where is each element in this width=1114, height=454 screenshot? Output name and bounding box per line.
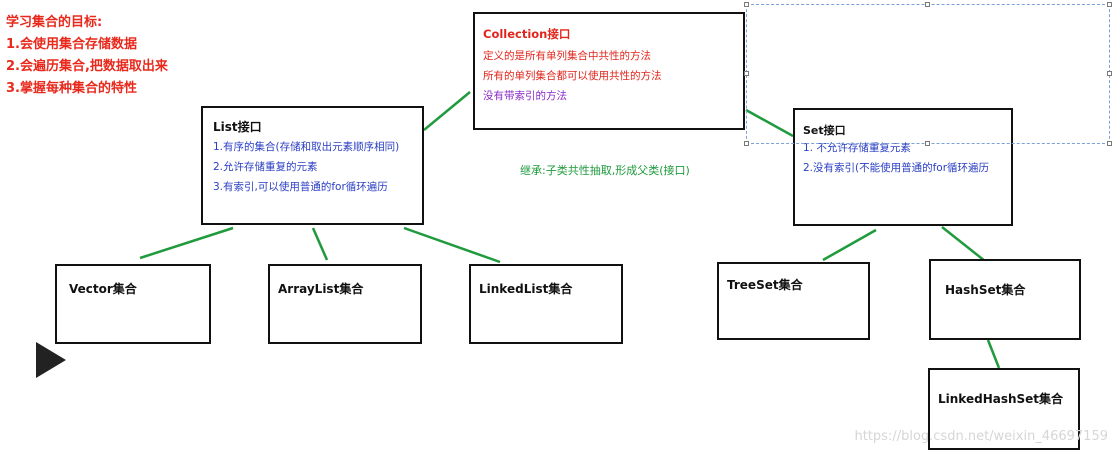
goals-heading: 学习集合的目标: bbox=[6, 15, 103, 30]
list-line: 3.有索引,可以使用普通的for循环遍历 bbox=[213, 181, 388, 193]
resize-handle[interactable] bbox=[1107, 2, 1112, 7]
connector-linkedhashset-hashset bbox=[986, 339, 1001, 369]
collection-line: 定义的是所有单列集合中共性的方法 bbox=[483, 50, 651, 62]
connector-hashset-set bbox=[941, 226, 991, 266]
treeset-box[interactable]: TreeSet集合 bbox=[717, 262, 870, 340]
set-title: Set接口 bbox=[803, 124, 846, 137]
connector-vector-list bbox=[139, 226, 234, 260]
linkedlist-box[interactable]: LinkedList集合 bbox=[469, 264, 623, 344]
connector-arraylist-list bbox=[311, 227, 329, 261]
collection-line: 所有的单列集合都可以使用共性的方法 bbox=[483, 70, 662, 82]
collection-interface-box[interactable]: Collection接口 定义的是所有单列集合中共性的方法 所有的单列集合都可以… bbox=[473, 12, 745, 130]
set-line: 2.没有索引(不能使用普通的for循环遍历 bbox=[803, 162, 990, 174]
resize-handle[interactable] bbox=[1107, 71, 1112, 76]
arraylist-label: ArrayList集合 bbox=[278, 282, 364, 296]
inheritance-annotation: 继承:子类共性抽取,形成父类(接口) bbox=[520, 164, 690, 177]
list-line: 2.允许存储重复的元素 bbox=[213, 161, 318, 173]
resize-handle[interactable] bbox=[744, 2, 749, 7]
resize-handle[interactable] bbox=[744, 141, 749, 146]
resize-handle[interactable] bbox=[1107, 141, 1112, 146]
collection-line: 没有带索引的方法 bbox=[483, 90, 567, 102]
arraylist-box[interactable]: ArrayList集合 bbox=[268, 264, 422, 344]
resize-handle[interactable] bbox=[925, 141, 930, 146]
hashset-label: HashSet集合 bbox=[945, 283, 1026, 297]
connector-treeset-set bbox=[822, 228, 877, 262]
vector-box[interactable]: Vector集合 bbox=[55, 264, 211, 344]
play-icon[interactable] bbox=[34, 340, 68, 380]
list-line: 1.有序的集合(存储和取出元素顺序相同) bbox=[213, 141, 400, 153]
set-line: 1. 不允许存储重复元素 bbox=[803, 142, 911, 154]
linkedhashset-box[interactable]: LinkedHashSet集合 bbox=[928, 368, 1080, 450]
goal-item: 1.会使用集合存储数据 bbox=[6, 37, 137, 52]
watermark: https://blog.csdn.net/weixin_46697159 bbox=[854, 429, 1108, 444]
list-title: List接口 bbox=[213, 120, 262, 134]
hashset-box[interactable]: HashSet集合 bbox=[929, 259, 1081, 340]
treeset-label: TreeSet集合 bbox=[727, 278, 803, 292]
resize-handle[interactable] bbox=[744, 71, 749, 76]
collection-title: Collection接口 bbox=[483, 27, 571, 41]
linkedhashset-label: LinkedHashSet集合 bbox=[938, 392, 1064, 406]
selection-frame[interactable] bbox=[744, 2, 1112, 146]
learning-goals: 学习集合的目标: 1.会使用集合存储数据 2.会遍历集合,把数据取出来 3.掌握… bbox=[6, 12, 168, 100]
vector-label: Vector集合 bbox=[69, 282, 137, 296]
goal-item: 3.掌握每种集合的特性 bbox=[6, 81, 137, 96]
connector-linkedlist-list bbox=[403, 226, 501, 264]
resize-handle[interactable] bbox=[925, 2, 930, 7]
linkedlist-label: LinkedList集合 bbox=[479, 282, 573, 296]
connector-list-collection bbox=[423, 91, 471, 131]
connector-set-collection bbox=[745, 108, 794, 138]
set-interface-box[interactable]: Set接口 1. 不允许存储重复元素 2.没有索引(不能使用普通的for循环遍历 bbox=[793, 108, 1013, 226]
goal-item: 2.会遍历集合,把数据取出来 bbox=[6, 59, 168, 74]
list-interface-box[interactable]: List接口 1.有序的集合(存储和取出元素顺序相同) 2.允许存储重复的元素 … bbox=[201, 106, 424, 225]
